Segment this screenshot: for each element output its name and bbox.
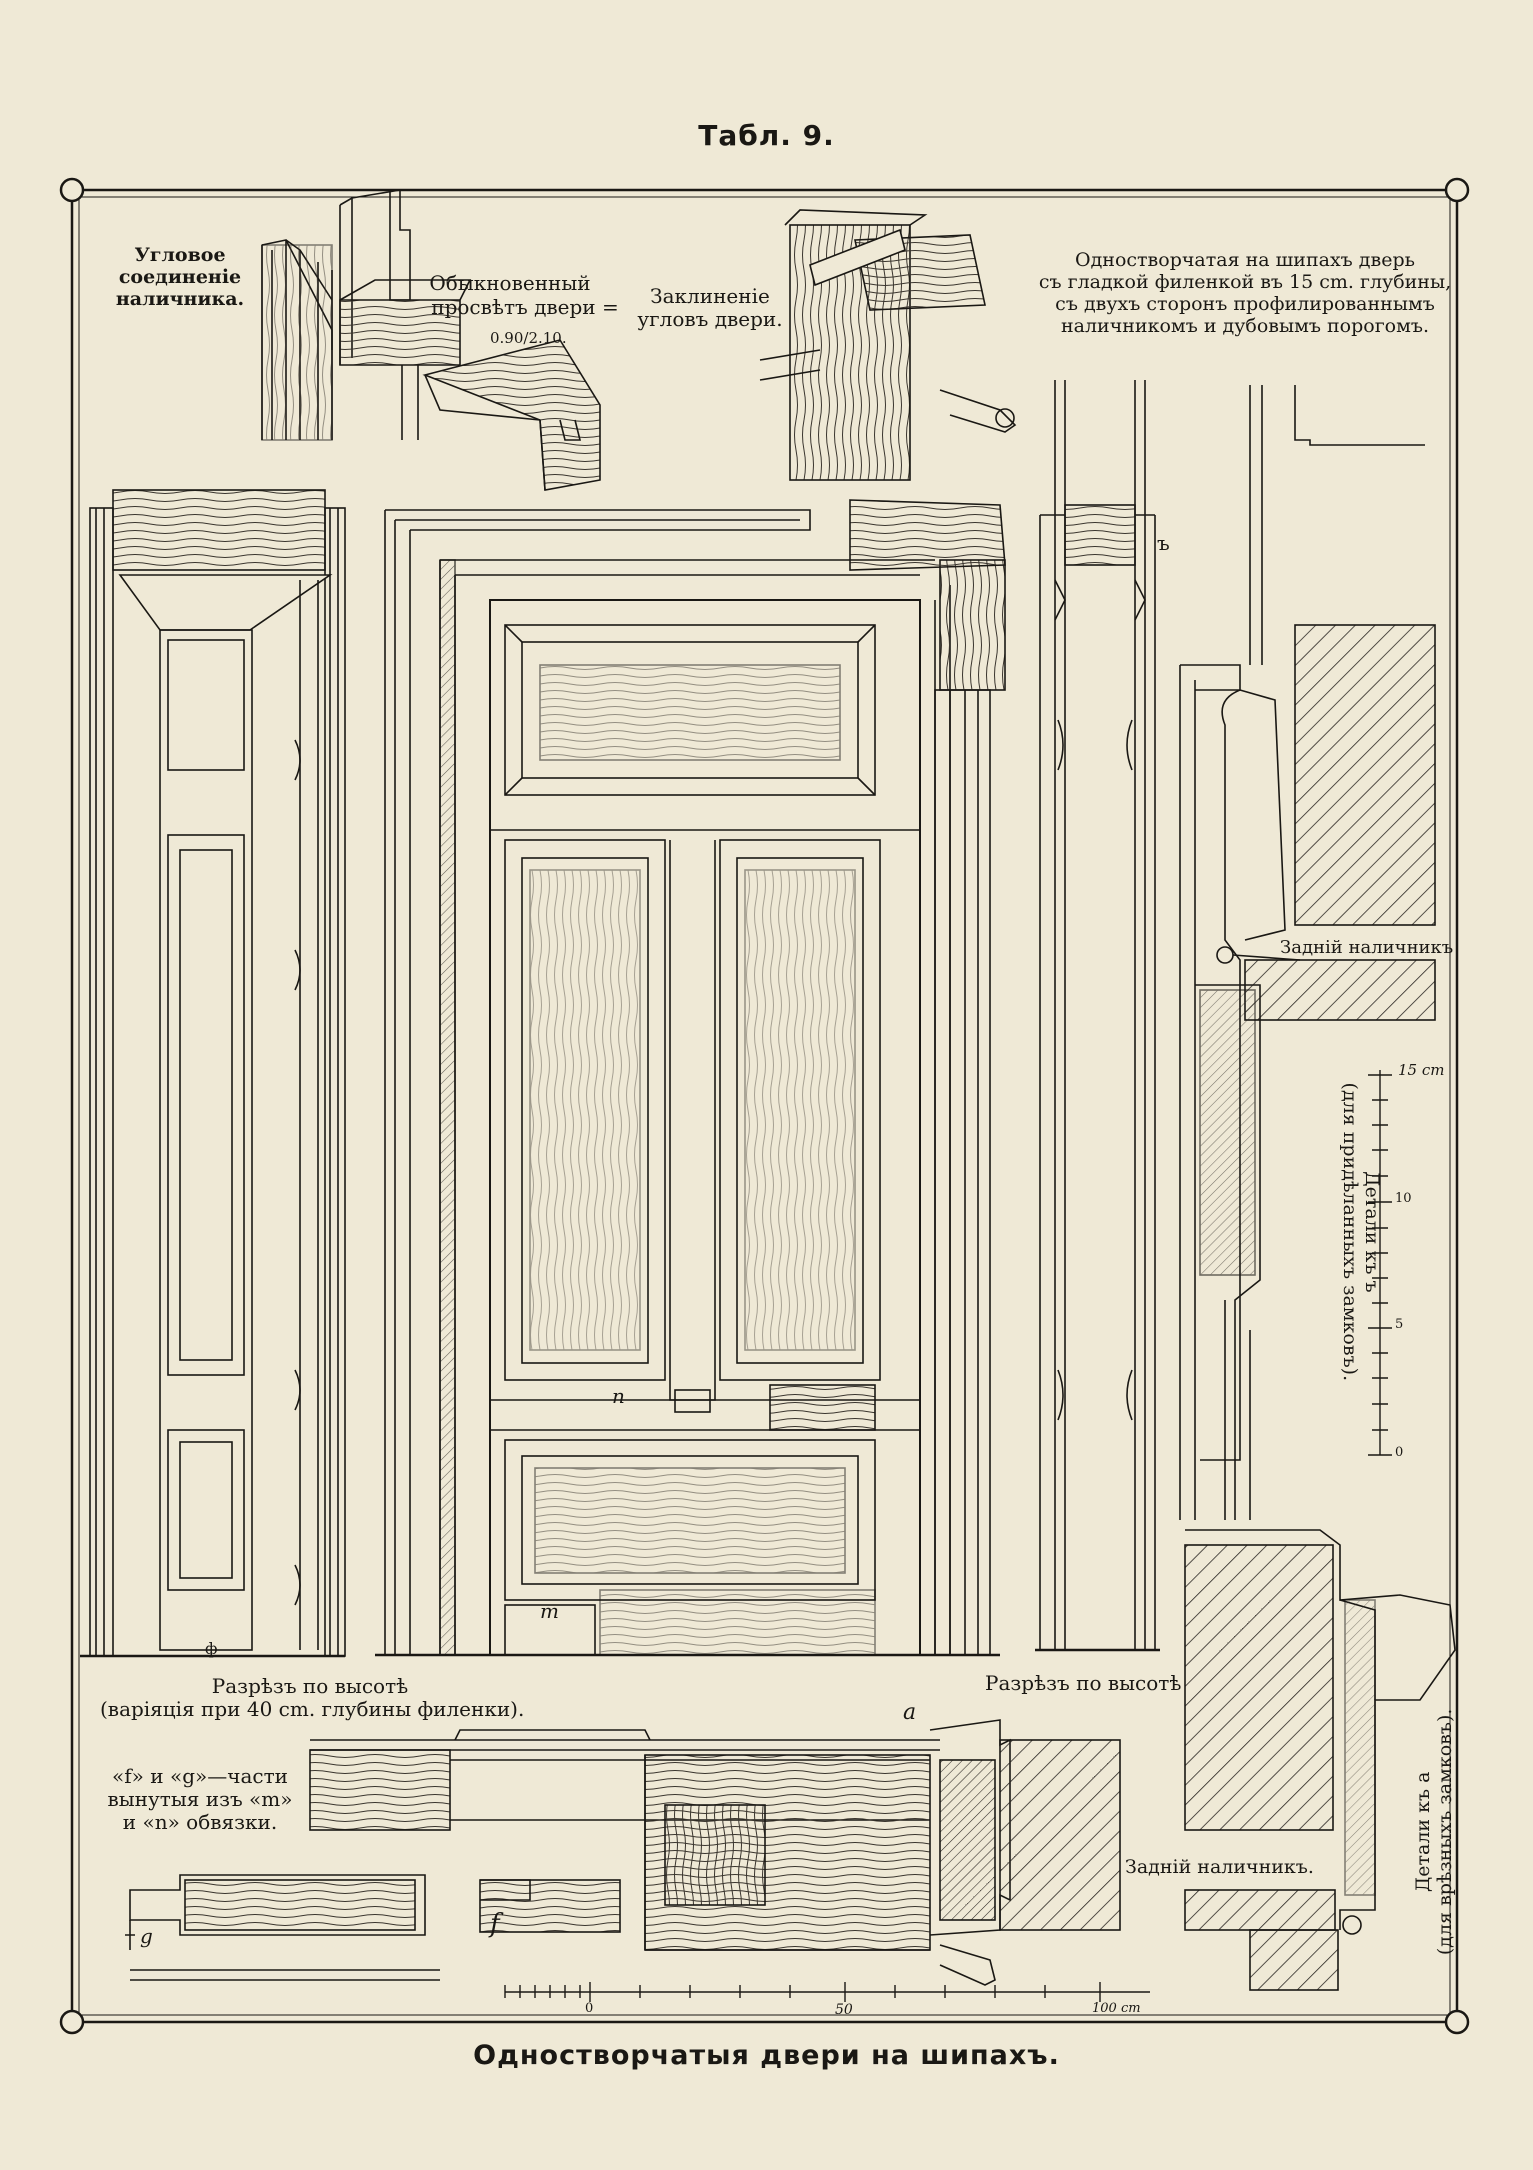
- detail-scale-5: 5: [1395, 1317, 1404, 1332]
- label-parts-note: «f» и «g»—части вынутыя изъ «m» и «n» об…: [107, 1764, 293, 1834]
- letter-f: f: [490, 1909, 500, 1939]
- main-scale-50: 50: [835, 2002, 853, 2018]
- label-details-b: Детали къ ъ (для придѣланныхъ замковъ).: [1339, 1082, 1383, 1382]
- label-main-description: Одностворчатая на шипахъ дверь съ гладко…: [1038, 249, 1452, 337]
- label-door-opening-2: просвѣтъ двери =: [431, 295, 619, 319]
- label-door-opening-1: Обыкновенный: [429, 271, 591, 295]
- detail-scale-10: 10: [1395, 1191, 1412, 1206]
- detail-scale: [1368, 1070, 1392, 1456]
- main-scale: [504, 1982, 1150, 2002]
- letter-g: g: [140, 1924, 153, 1948]
- letter-phi: ф: [205, 1639, 218, 1658]
- plate-caption: Одностворчатыя двери на шипахъ.: [473, 2040, 1060, 2071]
- plate-frame: [59, 177, 1470, 2035]
- label-wedging: Заклиненіе угловъ двери.: [637, 284, 783, 331]
- parts-f-g: [125, 1874, 621, 1981]
- detail-b-profile: [1179, 385, 1436, 1520]
- detail-scale-15: 15 cm: [1398, 1061, 1445, 1079]
- right-section: [1035, 380, 1160, 1652]
- letter-n: n: [612, 1384, 625, 1408]
- corner-joint-sketch: [261, 239, 333, 441]
- wedging-sketch: [759, 209, 1017, 481]
- label-section-left: Разрѣзъ по высотѣ (варіяція при 40 cm. г…: [100, 1674, 525, 1721]
- detail-scale-0: 0: [1395, 1445, 1404, 1460]
- label-section-right: Разрѣзъ по высотѣ: [985, 1671, 1182, 1695]
- horizontal-section: [309, 1719, 1121, 1986]
- label-details-a: Детали къ a (для врѣзныхъ замковъ).: [1412, 1708, 1456, 1956]
- label-back-casing-upper: Задній наличникъ: [1280, 937, 1454, 958]
- main-scale-0: 0: [585, 2001, 594, 2016]
- door-elevation: [375, 499, 1006, 1657]
- label-door-opening-dims: 0.90/2.10.: [490, 329, 567, 347]
- letter-b: ъ: [1157, 531, 1170, 555]
- letter-m: m: [540, 1599, 559, 1623]
- main-scale-100: 100 cm: [1092, 2001, 1141, 2016]
- left-section: [80, 489, 346, 1658]
- letter-a: a: [903, 1700, 917, 1725]
- label-back-casing-lower: Задній наличникъ.: [1125, 1856, 1314, 1878]
- tenon-sketch: [339, 189, 601, 491]
- label-corner-joint: Угловое соединеніе наличника.: [115, 244, 245, 310]
- plate-title: Табл. 9.: [698, 119, 835, 152]
- detail-a-profile: [1184, 1529, 1456, 1991]
